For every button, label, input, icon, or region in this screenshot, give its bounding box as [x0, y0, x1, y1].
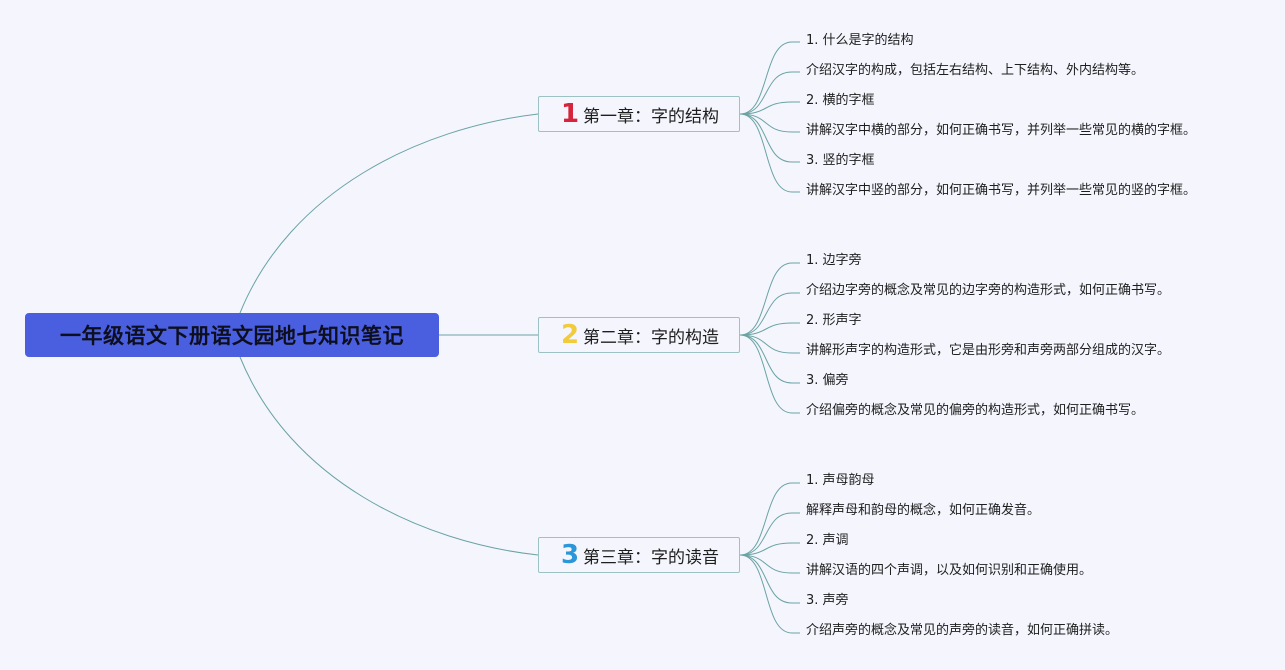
- chapter-2-desc-1[interactable]: 介绍边字旁的概念及常见的边字旁的构造形式，如何正确书写。: [806, 283, 1171, 298]
- chapter-2-title: 第二章：字的构造: [583, 327, 719, 348]
- number-two-badge-icon: 2: [560, 320, 580, 350]
- chapter-1-topic-2[interactable]: 2. 横的字框: [806, 93, 875, 108]
- chapter-3-topic-2[interactable]: 2. 声调: [806, 533, 849, 548]
- chapter-3-node[interactable]: 3 第三章：字的读音: [538, 537, 740, 573]
- chapter-3-topic-1[interactable]: 1. 声母韵母: [806, 473, 875, 488]
- connector-chapter-2-leaf-2: [739, 292, 800, 336]
- chapter-3-desc-2[interactable]: 讲解汉语的四个声调，以及如何识别和正确使用。: [806, 563, 1093, 578]
- root-topic[interactable]: 一年级语文下册语文园地七知识笔记: [25, 313, 439, 357]
- chapter-1-desc-3[interactable]: 讲解汉字中竖的部分，如何正确书写，并列举一些常见的竖的字框。: [806, 183, 1197, 198]
- connector-chapter-3-leaf-5: [739, 554, 800, 604]
- connector-chapter-3-leaf-1: [739, 482, 800, 556]
- connector-chapter-1-leaf-4: [739, 113, 800, 133]
- number-one-badge-icon: 1: [560, 99, 580, 129]
- connector-chapter-2-leaf-5: [739, 334, 800, 384]
- chapter-3-title: 第三章：字的读音: [583, 547, 719, 568]
- chapter-1-node[interactable]: 1 第一章：字的结构: [538, 96, 740, 132]
- chapter-2-desc-2[interactable]: 讲解形声字的构造形式，它是由形旁和声旁两部分组成的汉字。: [806, 343, 1171, 358]
- chapter-1-desc-1[interactable]: 介绍汉字的构成，包括左右结构、上下结构、外内结构等。: [806, 63, 1145, 78]
- connector-chapter-1-leaf-1: [739, 41, 800, 115]
- connector-chapter-3-leaf-2: [739, 512, 800, 556]
- connector-chapter-1-leaf-2: [739, 71, 800, 115]
- connector-chapter-2-leaf-4: [739, 334, 800, 354]
- connector-chapter-2-leaf-3: [739, 322, 800, 336]
- number-three-badge-icon: 3: [560, 540, 580, 570]
- chapter-1-desc-2[interactable]: 讲解汉字中横的部分，如何正确书写，并列举一些常见的横的字框。: [806, 123, 1197, 138]
- chapter-2-topic-1[interactable]: 1. 边字旁: [806, 253, 862, 268]
- connector-chapter-1-leaf-3: [739, 101, 800, 115]
- chapter-1-topic-1[interactable]: 1. 什么是字的结构: [806, 33, 914, 48]
- chapter-2-desc-3[interactable]: 介绍偏旁的概念及常见的偏旁的构造形式，如何正确书写。: [806, 403, 1145, 418]
- root-topic-title: 一年级语文下册语文园地七知识笔记: [60, 324, 404, 348]
- connector-chapter-1-leaf-5: [739, 113, 800, 163]
- chapter-3-topic-3[interactable]: 3. 声旁: [806, 593, 849, 608]
- chapter-1-topic-3[interactable]: 3. 竖的字框: [806, 153, 875, 168]
- chapter-3-desc-1[interactable]: 解释声母和韵母的概念，如何正确发音。: [806, 503, 1041, 518]
- chapter-2-topic-2[interactable]: 2. 形声字: [806, 313, 862, 328]
- connector-chapter-3-leaf-3: [739, 542, 800, 556]
- connector-root-chapter-3: [239, 356, 539, 556]
- chapter-2-topic-3[interactable]: 3. 偏旁: [806, 373, 849, 388]
- chapter-3-desc-3[interactable]: 介绍声旁的概念及常见的声旁的读音，如何正确拼读。: [806, 623, 1119, 638]
- connector-chapter-2-leaf-6: [739, 334, 800, 414]
- chapter-2-node[interactable]: 2 第二章：字的构造: [538, 317, 740, 353]
- connector-chapter-2-leaf-1: [739, 262, 800, 336]
- connector-chapter-3-leaf-6: [739, 554, 800, 634]
- connector-chapter-3-leaf-4: [739, 554, 800, 574]
- connector-chapter-1-leaf-6: [739, 113, 800, 193]
- chapter-1-title: 第一章：字的结构: [583, 106, 719, 127]
- connector-root-chapter-1: [239, 113, 539, 314]
